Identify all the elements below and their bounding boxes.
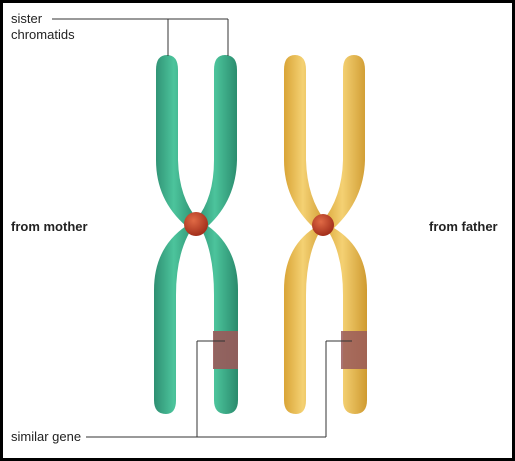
from-mother-label: from mother <box>11 219 88 234</box>
sister-label-line1: sister <box>11 11 43 26</box>
father-chromatid-left <box>284 55 326 414</box>
sister-chromatids-leader <box>52 18 229 56</box>
from-father-label: from father <box>429 219 498 234</box>
similar-gene-label: similar gene <box>11 429 82 444</box>
father-centromere <box>312 214 334 236</box>
father-chromosome <box>284 55 367 414</box>
mother-gene-band <box>213 331 238 369</box>
mother-chromatid-left <box>154 55 198 414</box>
mother-chromatid-right <box>196 55 238 414</box>
mother-chromosome <box>154 55 238 414</box>
similar-gene-leader <box>86 340 352 438</box>
father-gene-band <box>341 331 367 369</box>
mother-centromere <box>184 212 208 236</box>
sister-label-line2: chromatids <box>11 27 75 42</box>
father-chromatid-right <box>322 55 367 414</box>
